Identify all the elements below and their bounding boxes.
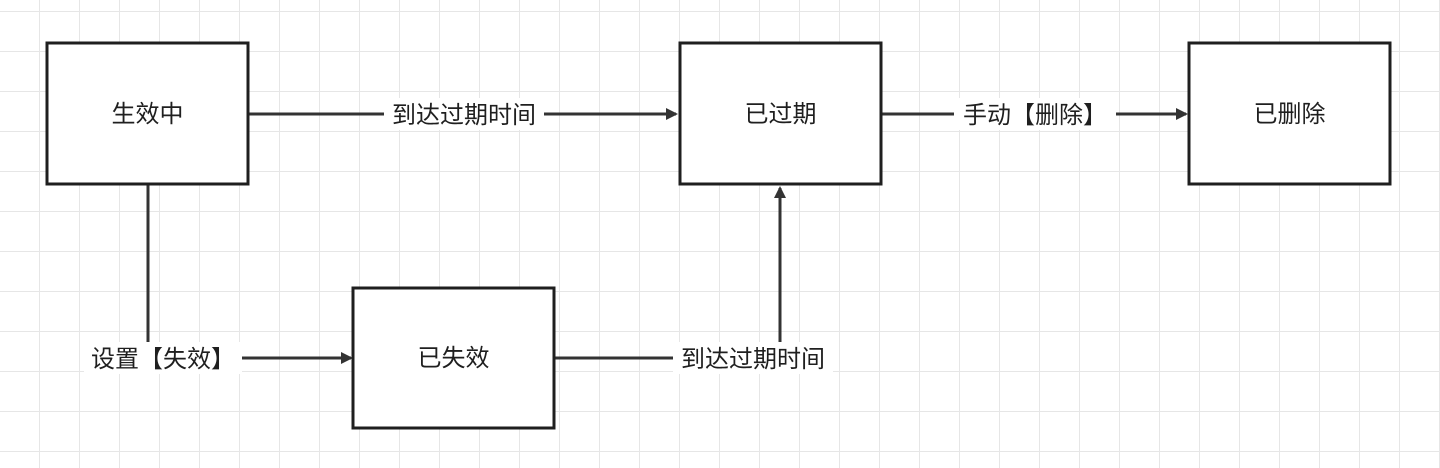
edge-expired-to-deleted-label: 手动【删除】 xyxy=(963,101,1107,129)
edge-invalidated-to-expired-line xyxy=(554,186,786,360)
node-invalidated: 已失效 xyxy=(351,286,556,430)
node-deleted-label: 已删除 xyxy=(1254,100,1326,128)
node-active-box xyxy=(45,41,250,186)
node-expired: 已过期 xyxy=(678,41,883,186)
node-invalidated-label: 已失效 xyxy=(418,344,490,372)
edge-expired-to-deleted: 手动【删除】 xyxy=(881,98,1188,130)
node-deleted-box xyxy=(1187,41,1392,186)
edge-active-to-expired-label: 到达过期时间 xyxy=(392,101,536,129)
edge-expired-to-deleted-label-bg xyxy=(954,98,1116,130)
edge-active-to-invalidated-line xyxy=(146,184,353,364)
node-expired-label: 已过期 xyxy=(745,100,817,128)
edge-invalidated-to-expired-label: 到达过期时间 xyxy=(681,345,825,373)
node-expired-box xyxy=(678,41,883,186)
node-deleted: 已删除 xyxy=(1187,41,1392,186)
edge-invalidated-to-expired-label-bg xyxy=(673,342,833,374)
edge-active-to-invalidated-label-bg xyxy=(84,342,242,374)
edge-active-to-invalidated-label: 设置【失效】 xyxy=(91,345,235,373)
edge-active-to-invalidated: 设置【失效】 xyxy=(84,184,353,374)
edge-invalidated-to-expired: 到达过期时间 xyxy=(554,186,833,374)
edge-active-to-expired-label-bg xyxy=(384,98,544,130)
node-active: 生效中 xyxy=(45,41,250,186)
node-active-label: 生效中 xyxy=(112,100,184,128)
node-invalidated-box xyxy=(351,286,556,430)
edge-active-to-expired: 到达过期时间 xyxy=(248,98,678,130)
